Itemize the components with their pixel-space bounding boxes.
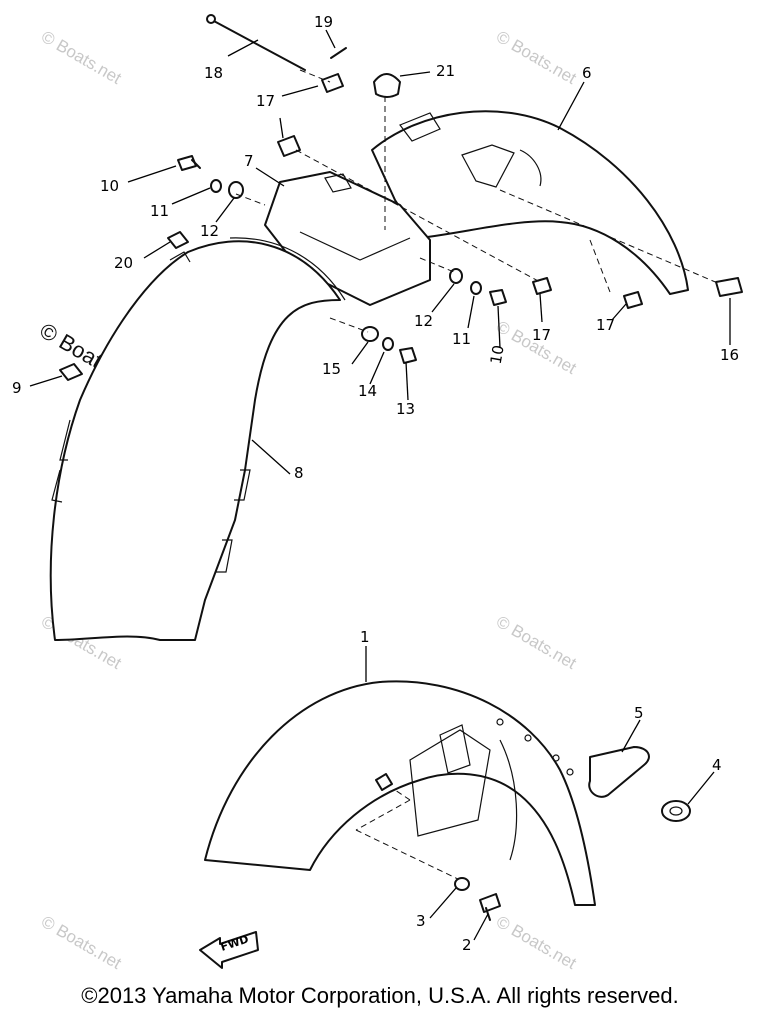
callout-8: 8 <box>294 464 304 482</box>
callout-2: 2 <box>462 936 472 954</box>
callout-15: 15 <box>322 360 341 378</box>
callout-10: 10 <box>100 177 119 195</box>
callout-3: 3 <box>416 912 426 930</box>
callout-17: 17 <box>596 316 615 334</box>
watermark: © Boats.net <box>493 912 580 973</box>
part-rear-fender <box>49 237 346 641</box>
part-pin <box>330 47 347 59</box>
watermark: © Boats.net <box>38 912 125 973</box>
callout-6: 6 <box>582 64 592 82</box>
callout-16: 16 <box>720 346 739 364</box>
copyright-notice: ©2013 Yamaha Motor Corporation, U.S.A. A… <box>81 983 679 1008</box>
callout-21: 21 <box>436 62 455 80</box>
callout-9: 9 <box>12 379 22 397</box>
callout-11: 11 <box>150 202 169 220</box>
callout-20: 20 <box>114 254 133 272</box>
part-front-fender <box>204 680 596 906</box>
callout-14: 14 <box>358 382 377 400</box>
part-rod <box>206 14 306 71</box>
assembly-lines <box>235 69 721 881</box>
callout-17: 17 <box>532 326 551 344</box>
watermark: © Boats.net <box>493 27 580 88</box>
leader-lines <box>29 29 731 941</box>
hardware <box>59 155 743 381</box>
callout-11: 11 <box>452 330 471 348</box>
callout-5: 5 <box>634 704 644 722</box>
part-collar <box>277 73 344 157</box>
callout-10: 10 <box>487 344 508 366</box>
part-trim-and-grommet <box>588 746 691 822</box>
part-bolt-and-washer <box>454 877 501 921</box>
callout-12: 12 <box>414 312 433 330</box>
fwd-arrow-icon: FWD <box>199 931 259 969</box>
callouts: 18 19 17 21 6 7 10 11 12 20 12 11 10 17 … <box>12 13 739 954</box>
callout-18: 18 <box>204 64 223 82</box>
callout-12: 12 <box>200 222 219 240</box>
callout-13: 13 <box>396 400 415 418</box>
part-grommet <box>373 73 401 98</box>
callout-1: 1 <box>360 628 370 646</box>
callout-17: 17 <box>256 92 275 110</box>
callout-7: 7 <box>244 152 254 170</box>
callout-4: 4 <box>712 756 722 774</box>
callout-19: 19 <box>314 13 333 31</box>
watermark: © Boats.net <box>493 612 580 673</box>
watermark: © Boats.net <box>38 27 125 88</box>
